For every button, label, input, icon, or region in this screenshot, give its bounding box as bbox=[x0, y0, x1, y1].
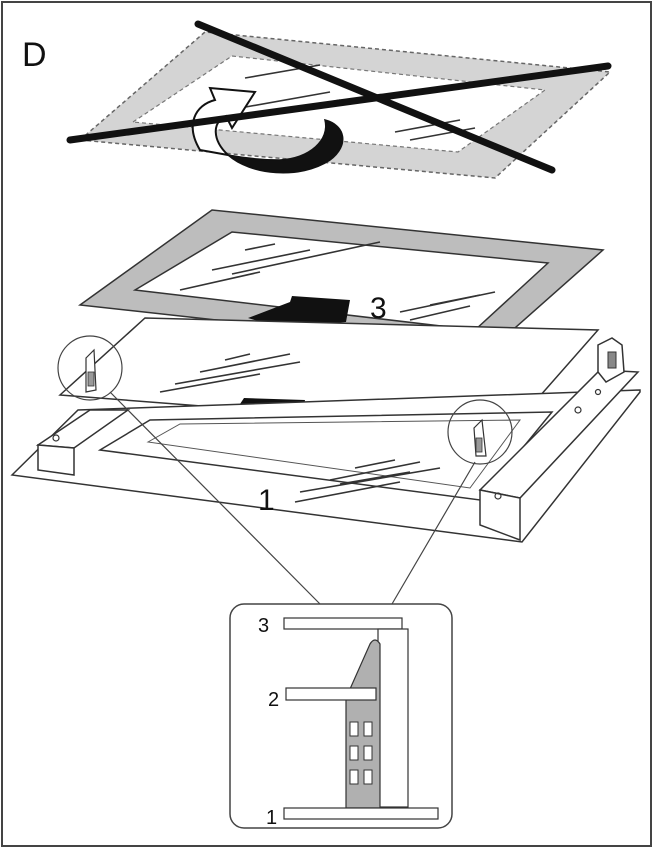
slot-1-glass bbox=[283, 807, 439, 820]
panel-letter: D bbox=[22, 36, 47, 74]
detail-box-border bbox=[229, 603, 453, 829]
clip-body bbox=[345, 639, 381, 809]
callout-glass-1: 1 bbox=[258, 484, 275, 517]
curved-flip-arrow-icon bbox=[191, 86, 344, 174]
callout-glass-3: 3 bbox=[370, 292, 387, 325]
leader-line-right bbox=[391, 461, 476, 605]
support-post bbox=[377, 628, 409, 808]
slot-2-glass bbox=[285, 687, 377, 701]
glass-3-reflections bbox=[179, 241, 496, 321]
detail-label-2: 2 bbox=[268, 689, 279, 711]
glass-1-reflections bbox=[294, 459, 441, 503]
hinge-bracket bbox=[597, 337, 625, 383]
clip-zoom-left bbox=[57, 335, 123, 401]
clip-detail-box: 3 2 1 bbox=[229, 603, 453, 829]
glass-panel-3 bbox=[77, 209, 605, 351]
clip-zoom-right bbox=[447, 399, 513, 465]
incorrect-glass-orientation bbox=[66, 20, 612, 179]
glass-3-window bbox=[132, 231, 550, 331]
detail-label-1: 1 bbox=[266, 807, 277, 829]
leader-line-left bbox=[109, 391, 321, 605]
slot-3-glass bbox=[283, 617, 403, 630]
right-rail bbox=[478, 369, 640, 542]
detail-label-3: 3 bbox=[258, 615, 269, 637]
left-rail bbox=[35, 409, 131, 476]
clip-windows bbox=[349, 721, 373, 785]
cross-out-icon bbox=[66, 20, 612, 174]
